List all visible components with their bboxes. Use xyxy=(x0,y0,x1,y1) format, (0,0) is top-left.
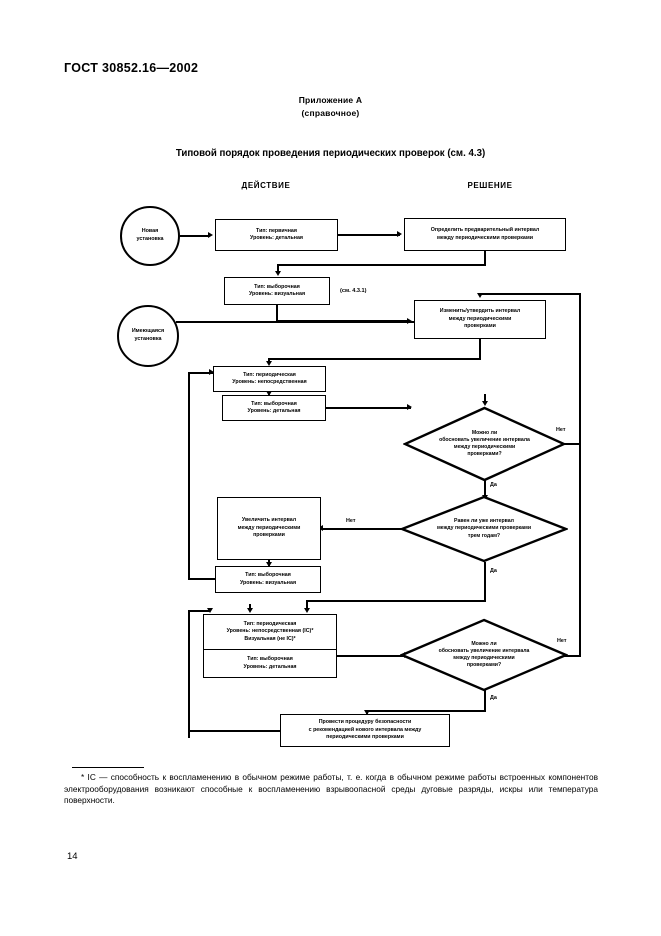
edge-d2-yes-into-group xyxy=(306,600,308,610)
edge-d2-yes-left xyxy=(306,600,486,602)
edge-d3-no-up xyxy=(579,293,581,656)
edge-label-yes-3: Да xyxy=(489,695,498,701)
edge-label-yes-1: Да xyxy=(489,482,498,488)
edge-sv2-left xyxy=(188,578,217,580)
diamond-shape-1 xyxy=(403,406,566,482)
diamond-shape-2 xyxy=(400,495,568,563)
arrowhead-periodic-close xyxy=(265,361,272,366)
arrowhead-back-periodic-close xyxy=(209,369,214,375)
footnote-divider xyxy=(72,767,144,768)
edge-d3-no-right xyxy=(564,655,581,657)
edge-initial-to-preliminary xyxy=(338,234,400,236)
arrowhead-to-preliminary xyxy=(397,231,402,237)
node-decision-change-confirm: Изменить/утвердить интервал между период… xyxy=(414,300,546,339)
edge-bottom-left-riser xyxy=(188,610,190,738)
lane-header-decision: РЕШЕНИЕ xyxy=(467,181,513,190)
node-start-new: Новая установка xyxy=(120,206,180,266)
figure-title: Типовой порядок проведения периодических… xyxy=(175,148,486,159)
edge-group-inlet-2 xyxy=(249,604,251,610)
edge-label-yes-2: Да xyxy=(489,568,498,574)
arrowhead-diamond-1 xyxy=(407,404,412,410)
edge-d3-yes-left xyxy=(366,710,486,712)
arrowhead-sample-visual-2 xyxy=(265,562,272,567)
edge-group-to-diamond-3 xyxy=(337,655,406,657)
edge-change-confirm-down xyxy=(479,339,481,360)
flowchart: Новая установка Тип: первичная Уровень: … xyxy=(117,206,581,747)
edge-sv2-up xyxy=(188,372,190,579)
node-action-initial: Тип: первичная Уровень: детальная xyxy=(215,219,338,251)
appendix-heading: Приложение А (справочное) xyxy=(0,94,661,120)
edge-d1-yes-down xyxy=(484,480,486,500)
edge-start-to-initial xyxy=(180,235,210,237)
arrowhead-safety-procedure xyxy=(363,710,370,715)
appendix-subtitle: (справочное) xyxy=(301,108,360,118)
edge-d1-no-right xyxy=(564,443,581,445)
edge-d3-yes-down xyxy=(484,690,486,712)
node-action-periodic-ic: Тип: периодическая Уровень: непосредстве… xyxy=(226,620,314,642)
node-action-periodic-close: Тип: периодическая Уровень: непосредстве… xyxy=(213,366,326,392)
edge-label-no-1: Нет xyxy=(555,427,567,433)
node-start-existing: Имеющаяся установка xyxy=(117,305,179,367)
arrowhead-change-confirm xyxy=(407,317,412,324)
edge-label-no-3: Нет xyxy=(556,638,568,644)
footnote-text: * IC — способность к воспламенению в обы… xyxy=(64,772,598,806)
node-action-safety-procedure: Провести процедуру безопасности с рекоме… xyxy=(280,714,450,747)
arrowhead-group-inlet-2 xyxy=(246,608,253,613)
edge-preliminary-left xyxy=(277,264,486,266)
page-number: 14 xyxy=(67,851,78,862)
edge-d2-yes-down xyxy=(484,562,486,602)
edge-sd1-right xyxy=(326,407,411,409)
lane-header-action: ДЕЙСТВИЕ xyxy=(241,181,291,190)
edge-top-into-diamond-1 xyxy=(484,394,486,404)
node-action-sample-detail-2: Тип: выборочная Уровень: детальная xyxy=(204,649,336,677)
node-decision-justify-increase-1: Можно ли обосновать увеличение интервала… xyxy=(403,406,566,482)
edge-change-confirm-left xyxy=(268,358,481,360)
edge-sv1-down xyxy=(276,305,278,322)
edge-existing-right xyxy=(176,321,414,323)
edge-safety-left xyxy=(188,730,281,732)
edge-preliminary-down xyxy=(484,251,486,266)
standard-header: ГОСТ 30852.16—2002 xyxy=(64,61,199,75)
node-action-sample-visual-1: Тип: выборочная Уровень: визуальная xyxy=(224,277,330,305)
node-decision-preliminary-interval: Определить предварительный интервал межд… xyxy=(404,218,566,251)
arrowhead-sample-visual-1 xyxy=(274,271,281,276)
edge-into-sample-visual-1 xyxy=(277,264,279,274)
edge-d1-no-top xyxy=(479,293,581,295)
arrowhead-sample-detail-1 xyxy=(265,391,272,396)
arrowhead-group-left xyxy=(207,608,213,613)
edge-label-no-2: Нет xyxy=(345,518,357,524)
appendix-title: Приложение А xyxy=(298,95,363,105)
edge-sv2-to-periodic xyxy=(188,372,215,374)
clause-reference: (см. 4.3.1) xyxy=(340,288,367,294)
edge-d2-no-left xyxy=(322,528,402,530)
edge-into-periodic-close xyxy=(268,358,270,363)
edge-sv1-right xyxy=(276,320,410,322)
arrowhead-diamond-1-top xyxy=(481,401,488,406)
diamond-shape-3 xyxy=(400,618,568,692)
node-decision-three-years: Равен ли уже интервал между периодически… xyxy=(400,495,568,563)
node-action-sample-visual-2: Тип: выборочная Уровень: визуальная xyxy=(215,566,321,593)
edge-bottom-left-top xyxy=(188,610,210,612)
arrowhead-to-initial xyxy=(208,232,213,238)
node-decision-justify-increase-2: Можно ли обосновать увеличение интервала… xyxy=(400,618,568,692)
node-action-increase-interval: Увеличить интервал между периодическими … xyxy=(217,497,321,560)
node-action-sample-detail-1: Тип: выборочная Уровень: детальная xyxy=(222,395,326,421)
node-action-bottom-group: Тип: периодическая Уровень: непосредстве… xyxy=(203,614,337,678)
arrowhead-d1-no-return xyxy=(476,293,483,298)
arrowhead-periodic-ic xyxy=(303,608,310,613)
